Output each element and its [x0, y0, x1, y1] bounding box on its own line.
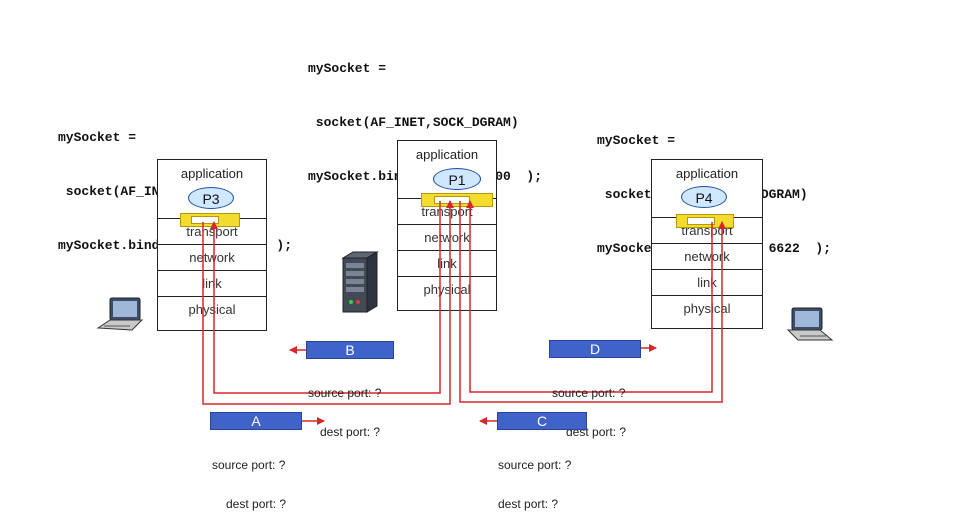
layer-label: application [180, 166, 244, 181]
segment-c: C [497, 412, 587, 430]
segment-label: D [589, 341, 601, 357]
segment-label: B [345, 342, 355, 358]
layer-label: application [675, 166, 739, 181]
physical-layer: physical [423, 282, 471, 297]
network-layer: network [652, 244, 762, 270]
segment-label: A [251, 413, 261, 429]
arrow-c-path [459, 201, 726, 403]
segment-b: B [306, 341, 394, 359]
socket-left [180, 213, 240, 227]
dest-port: dest port: ? [498, 497, 559, 511]
source-port: source port: ? [498, 458, 572, 472]
physical-layer: physical [683, 301, 731, 316]
laptop-icon [96, 297, 144, 331]
dest-port: dest port: ? [320, 425, 381, 439]
physical-layer: physical [188, 302, 236, 317]
process-p1: P1 [433, 168, 481, 190]
connection-lines [96, 200, 834, 425]
segment-d: D [549, 340, 641, 358]
arrow-d-path [466, 200, 713, 393]
layer-label: application [415, 147, 479, 162]
segment-c-ports: source port: ? dest port: ? [498, 433, 571, 524]
code-line: mySocket = [58, 130, 137, 145]
segment-label: C [536, 413, 548, 429]
server-icon [341, 251, 379, 313]
segment-a: A [210, 412, 302, 430]
segment-a-ports: source port: ? dest port: ? [212, 433, 286, 524]
link-layer: link [158, 271, 266, 297]
arrow-a-path [202, 200, 454, 405]
process-p3: P3 [188, 187, 234, 209]
laptop-icon [786, 307, 834, 341]
network-layer: network [398, 225, 496, 251]
transport-layer: transport [158, 219, 266, 245]
dest-port: dest port: ? [226, 497, 287, 511]
network-layer: network [158, 245, 266, 271]
source-port: source port: ? [552, 386, 626, 400]
process-p4: P4 [681, 186, 727, 208]
code-line: socket(AF_INET,SOCK_DGRAM) [308, 115, 519, 130]
segment-b-ports: source port: ? dest port: ? [308, 361, 381, 452]
code-line: mySocket = [597, 133, 676, 148]
source-port: source port: ? [212, 458, 286, 472]
code-line: mySocket = [308, 61, 387, 76]
link-layer: link [398, 251, 496, 277]
arrow-b-path [210, 201, 441, 394]
source-port: source port: ? [308, 386, 382, 400]
